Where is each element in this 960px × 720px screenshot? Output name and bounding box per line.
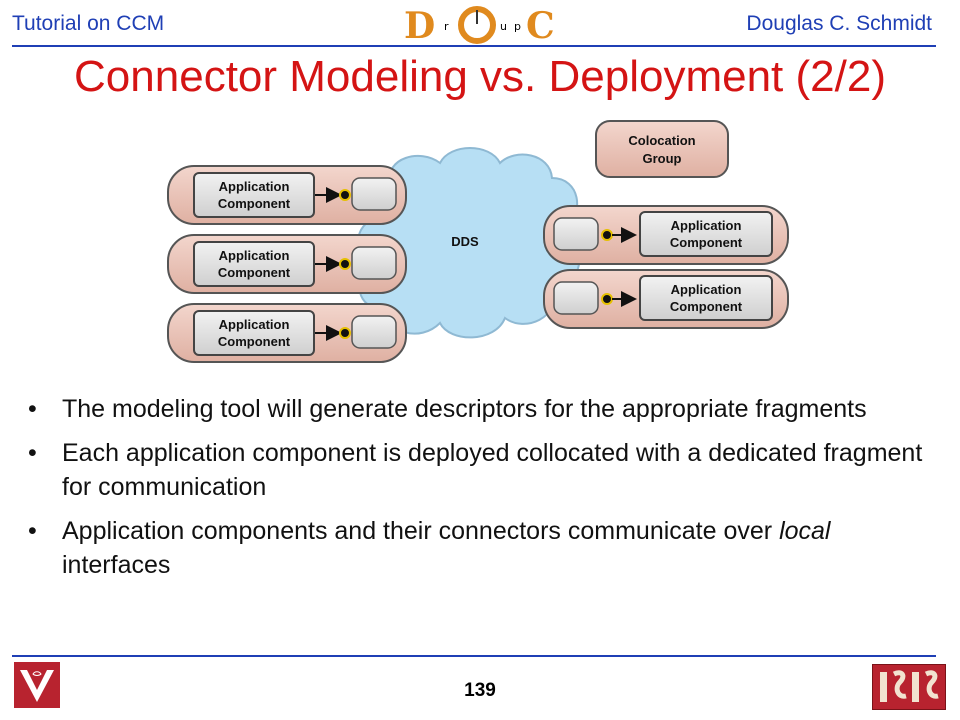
bullet-text-emphasis: local bbox=[779, 517, 831, 545]
left-colocation-group-2: Application Component bbox=[167, 234, 407, 294]
left-colocation-group-1: Application Component bbox=[167, 165, 407, 225]
bullet-text-before: Application components and their connect… bbox=[62, 517, 780, 545]
bullet-item-1: • The modeling tool will generate descri… bbox=[28, 392, 928, 426]
isis-logo bbox=[872, 664, 946, 710]
application-component-box bbox=[193, 241, 315, 287]
component-label-line1: Application bbox=[671, 218, 742, 233]
left-colocation-group-3: Application Component bbox=[167, 303, 407, 363]
component-label-line1: Application bbox=[219, 179, 290, 194]
application-component-box bbox=[639, 275, 773, 321]
dds-cloud: DDS bbox=[356, 147, 581, 339]
connector-fragment bbox=[351, 315, 397, 349]
doc-group-logo: D r u p C bbox=[404, 5, 555, 46]
colocation-group-legend: Colocation Group bbox=[595, 120, 729, 178]
bullet-dot-icon: • bbox=[28, 517, 37, 545]
component-label-line2: Component bbox=[670, 299, 743, 314]
component-label-line1: Application bbox=[219, 317, 290, 332]
logo-letter-p: p bbox=[514, 20, 521, 33]
application-component-box bbox=[193, 310, 315, 356]
connector-fragment bbox=[351, 246, 397, 280]
application-component-box bbox=[639, 211, 773, 257]
right-colocation-group-2: Application Component bbox=[543, 269, 789, 329]
connector-fragment bbox=[351, 177, 397, 211]
dds-label: DDS bbox=[451, 234, 479, 249]
header-tutorial-title: Tutorial on CCM bbox=[12, 12, 165, 35]
bullet-list: • The modeling tool will generate descri… bbox=[28, 392, 928, 592]
bullet-dot-icon: • bbox=[28, 395, 37, 423]
application-component-box bbox=[193, 172, 315, 218]
bullet-text: The modeling tool will generate descript… bbox=[62, 395, 867, 423]
header-author: Douglas C. Schmidt bbox=[746, 12, 932, 35]
component-label-line2: Component bbox=[218, 334, 291, 349]
logo-letter-d: D bbox=[404, 5, 435, 46]
connector-fragment bbox=[553, 217, 599, 251]
header-rule bbox=[12, 45, 936, 47]
bullet-item-2: • Each application component is deployed… bbox=[28, 436, 928, 504]
right-colocation-group-1: Application Component bbox=[543, 205, 789, 265]
component-label-line2: Component bbox=[218, 196, 291, 211]
bullet-item-3: • Application components and their conne… bbox=[28, 514, 928, 582]
slide-title: Connector Modeling vs. Deployment (2/2) bbox=[74, 52, 886, 101]
bullet-dot-icon: • bbox=[28, 439, 37, 467]
logo-letter-u: u bbox=[500, 20, 507, 33]
component-label-line2: Component bbox=[218, 265, 291, 280]
connector-fragment bbox=[553, 281, 599, 315]
deployment-diagram: DDS Colocation Group Application Compone… bbox=[167, 120, 789, 363]
colocation-label-line2: Group bbox=[643, 151, 682, 166]
vanderbilt-logo bbox=[14, 662, 60, 708]
page-number: 139 bbox=[464, 680, 496, 701]
component-label-line1: Application bbox=[671, 282, 742, 297]
bullet-text-after: interfaces bbox=[62, 551, 171, 579]
colocation-label-line1: Colocation bbox=[628, 133, 695, 148]
footer-rule bbox=[12, 655, 936, 657]
component-label-line1: Application bbox=[219, 248, 290, 263]
component-label-line2: Component bbox=[670, 235, 743, 250]
bullet-text: Each application component is deployed c… bbox=[62, 439, 923, 501]
logo-letter-r: r bbox=[444, 20, 449, 33]
logo-letter-c: C bbox=[526, 5, 555, 46]
